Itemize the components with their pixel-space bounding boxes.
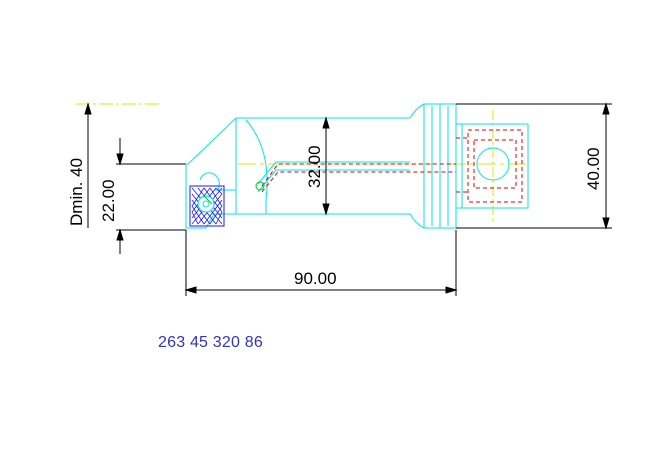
- length-dimension: 90.00: [294, 269, 337, 288]
- coupling-dimension: 40.00: [584, 147, 603, 190]
- tool-body: [185, 103, 529, 229]
- screw-detail: [203, 181, 265, 205]
- height-dimension: 32.00: [305, 145, 324, 188]
- part-number: 263 45 320 86: [158, 334, 263, 351]
- offset-dimension: 22.00: [99, 179, 118, 222]
- hidden-lines: [261, 129, 523, 203]
- cutting-insert: [189, 185, 225, 227]
- dmin-label: Dmin. 40: [67, 158, 86, 226]
- dimension-lines: [76, 102, 612, 296]
